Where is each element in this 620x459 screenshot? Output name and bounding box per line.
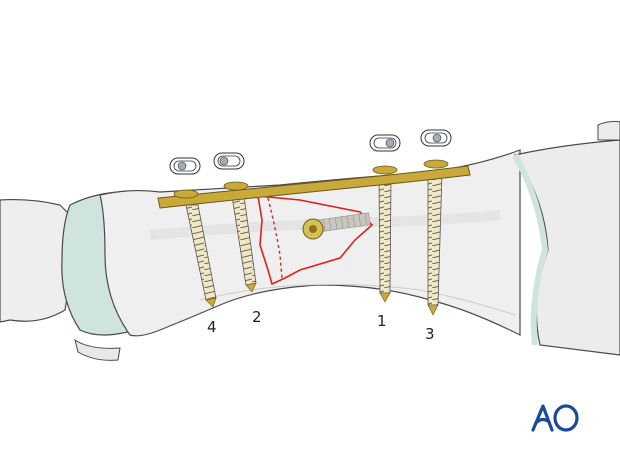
ao-logo: [531, 404, 579, 432]
fracture-fragment: [257, 195, 374, 286]
lag-screw: [302, 212, 371, 240]
screw-label-3: 3: [425, 325, 435, 343]
screw-label-1: 1: [377, 312, 387, 330]
proximal-bone-left: [0, 198, 72, 323]
plate-hole-icon-4: [169, 157, 201, 175]
screw-4: [185, 204, 217, 308]
main-bone-shaft: [99, 149, 521, 337]
screw-1: [378, 177, 392, 303]
plate-hole-icon-1: [369, 134, 401, 152]
screw-label-2: 2: [252, 308, 262, 326]
plate-hole-icon-2: [213, 152, 245, 170]
plate-hole-icon-3: [420, 129, 452, 147]
distal-bone-right: [512, 120, 620, 356]
bone-plate: [157, 159, 471, 209]
screw-label-4: 4: [207, 318, 217, 336]
